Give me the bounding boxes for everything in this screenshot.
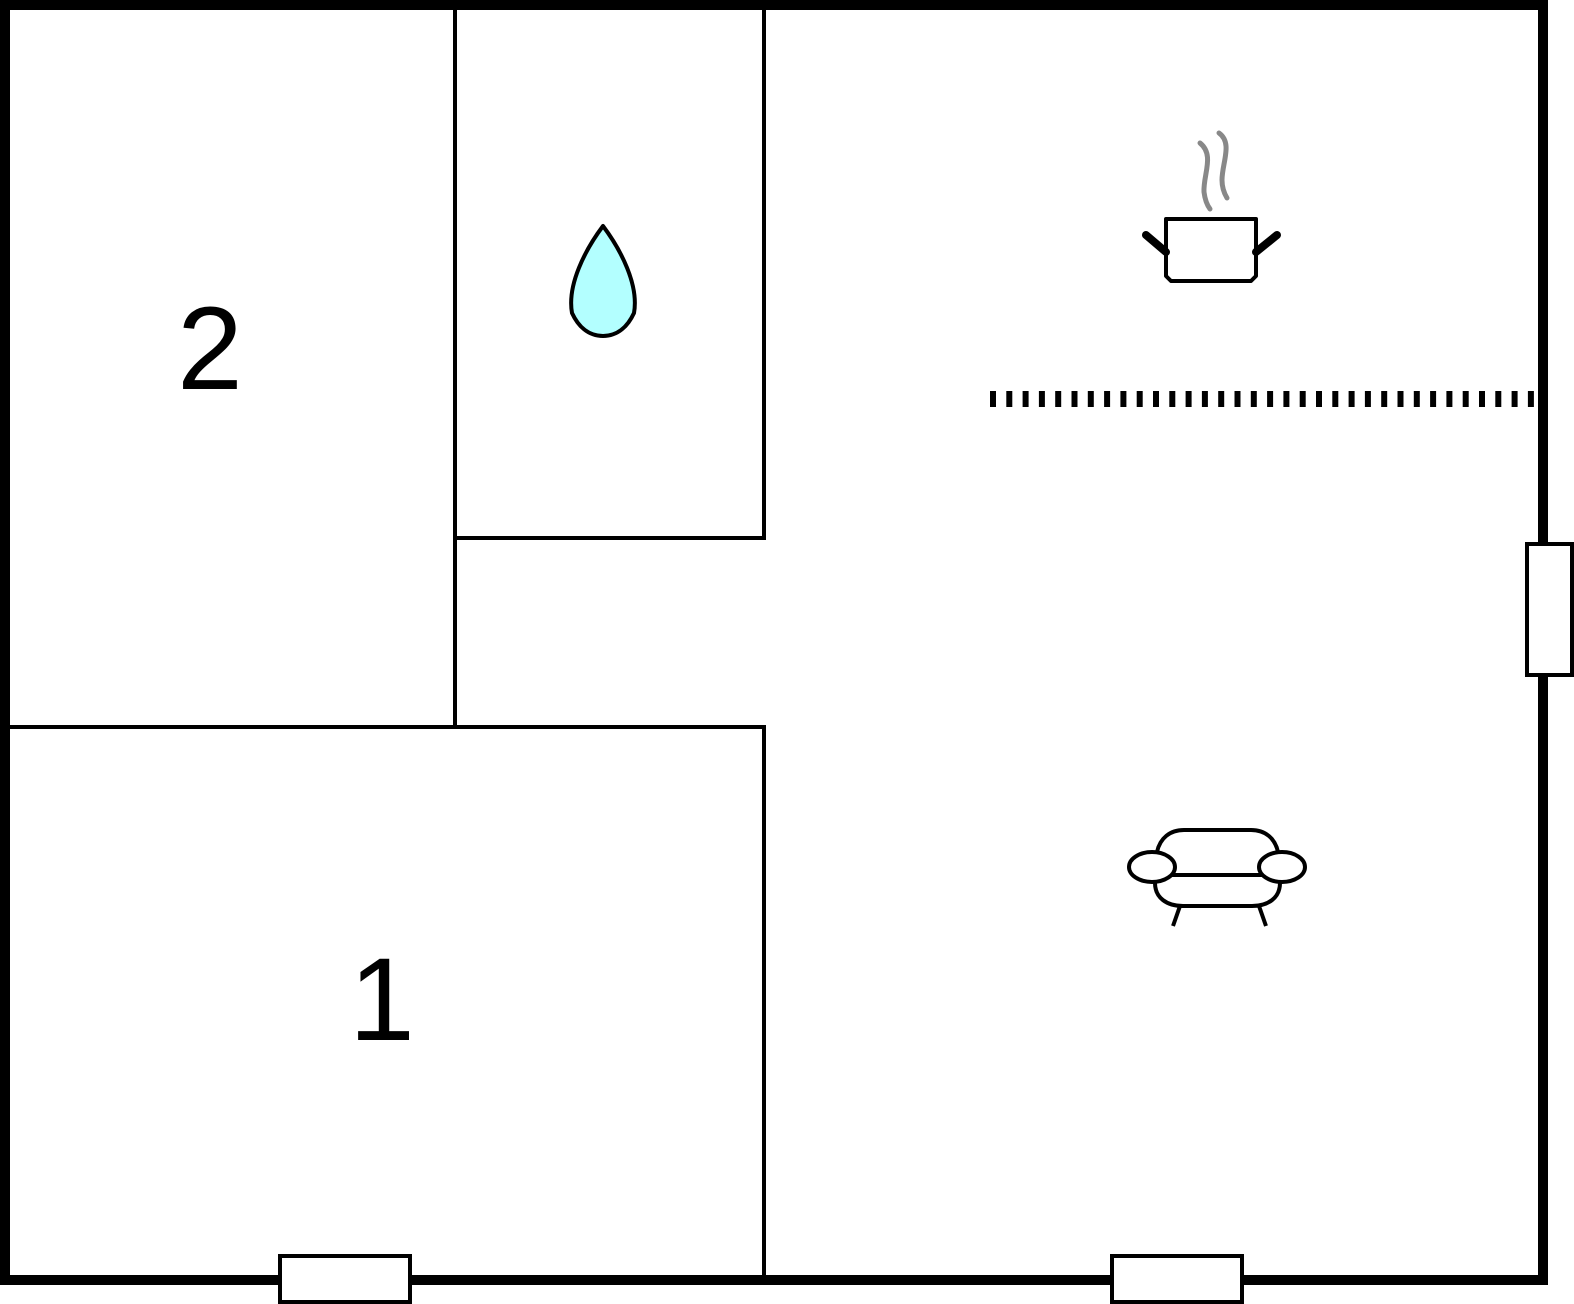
water-drop-icon xyxy=(569,224,637,338)
window-bottom-right xyxy=(1110,1254,1244,1304)
room-label-2: 2 xyxy=(177,283,243,415)
cooking-pot-icon xyxy=(1142,130,1281,283)
sofa-icon xyxy=(1127,828,1307,927)
interior-walls xyxy=(5,5,766,1280)
window-right xyxy=(1525,542,1574,677)
outer-wall xyxy=(0,0,1548,1285)
room-label-1: 1 xyxy=(349,934,415,1066)
window-bottom-left xyxy=(278,1254,412,1304)
